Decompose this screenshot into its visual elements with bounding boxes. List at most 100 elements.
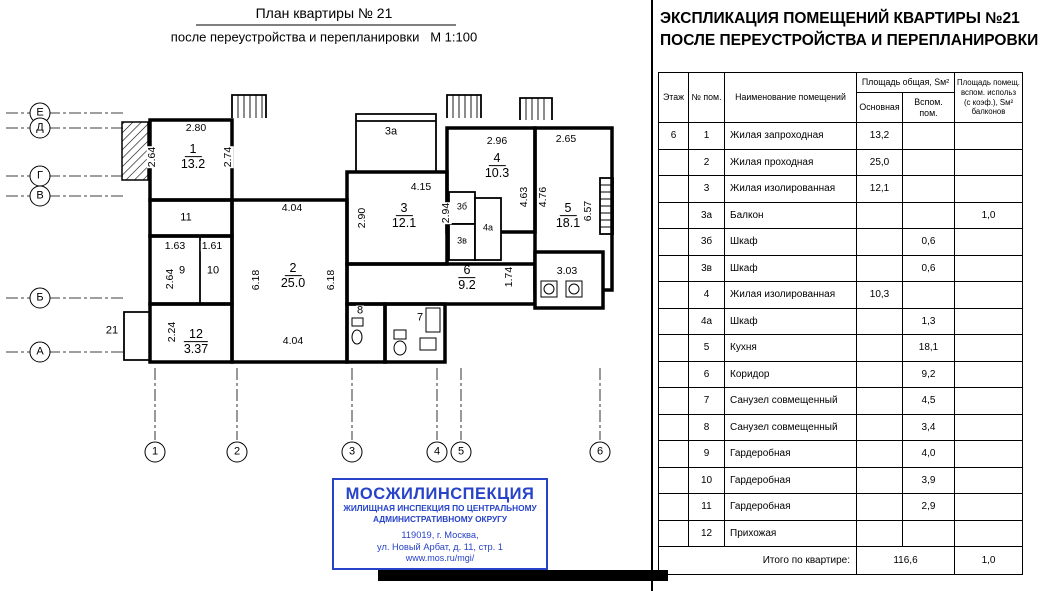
room-label: 6 9.2 [458, 263, 475, 293]
axis-row-circle: Б [29, 287, 51, 309]
cell-name: Коридор [724, 360, 857, 388]
small-room-label: 3б [455, 201, 469, 212]
cell-no: 6 [688, 360, 725, 388]
room-area: 18.1 [555, 216, 581, 231]
toilet-icon [351, 317, 364, 327]
small-room-label: 3в [456, 235, 468, 246]
cell-main [856, 307, 903, 335]
cell-aux: 3,4 [901, 413, 956, 441]
axis-row-circle: А [29, 341, 51, 363]
stamp-line: АДМИНИСТРАТИВНОМУ ОКРУГУ [372, 513, 508, 524]
dimension-label: 6.18 [324, 268, 337, 292]
cell-name: Кухня [724, 334, 857, 362]
fixtures [351, 280, 583, 356]
cell-no: 3в [688, 254, 725, 282]
cell-floor [658, 466, 689, 494]
cell-floor [658, 228, 689, 256]
cell-main: 12,1 [856, 175, 903, 203]
washer-icon [540, 280, 558, 298]
dimension-label: 2.94 [439, 201, 452, 225]
cell-floor [658, 281, 689, 309]
cell-name: Гардеробная [724, 440, 857, 468]
cell-aux: 2,9 [901, 493, 956, 521]
stamp-url: www.mos.ru/mgi/ [405, 552, 475, 563]
axis-col-circle: 2 [226, 441, 248, 463]
cell-main: 25,0 [856, 148, 903, 176]
cell-main [856, 254, 903, 282]
partition-walls [123, 94, 614, 361]
cell-balcony [954, 440, 1024, 468]
dimension-label: 1.74 [502, 265, 515, 289]
axis-col-circle: 6 [589, 441, 611, 463]
cell-no: 4 [688, 281, 725, 309]
cell-aux: 0,6 [901, 254, 956, 282]
cell-main: 10,3 [856, 281, 903, 309]
floor-plan-drawing [6, 24, 614, 440]
cell-main [856, 493, 903, 521]
stamp-title: МОСЖИЛИНСПЕКЦИЯ [345, 485, 535, 503]
cell-name: Шкаф [724, 254, 857, 282]
room-number: 4 [488, 151, 506, 167]
room-label: 3 12.1 [392, 201, 416, 231]
cell-floor [658, 334, 689, 362]
dimension-label: 2.90 [355, 206, 368, 230]
header-floor: Этаж [658, 72, 689, 123]
cell-floor [658, 148, 689, 176]
stamp-line: ЖИЛИЩНАЯ ИНСПЕКЦИЯ ПО ЦЕНТРАЛЬНОМУ [343, 503, 537, 514]
cell-aux: 3,9 [901, 466, 956, 494]
axis-col-circle: 4 [426, 441, 448, 463]
cell-main [856, 387, 903, 415]
cell-balcony [954, 307, 1024, 335]
cell-no: 3б [688, 228, 725, 256]
cell-no: 12 [688, 519, 725, 547]
cell-name: Санузел совмещенный [724, 413, 857, 441]
cell-main [856, 360, 903, 388]
total-label: Итого по квартире: [658, 546, 857, 575]
cell-balcony [954, 122, 1024, 150]
cell-name: Жилая проходная [724, 148, 857, 176]
axis-row-circle: В [29, 185, 51, 207]
room-number: 1 [184, 142, 202, 158]
room-label: 4 10.3 [485, 151, 509, 181]
room-number: 2 [284, 261, 302, 277]
cell-aux: 4,5 [901, 387, 956, 415]
room-area: 25.0 [280, 276, 306, 291]
room-number: 12 [184, 327, 208, 343]
cell-floor [658, 307, 689, 335]
cell-main [856, 466, 903, 494]
room-number: 6 [458, 263, 476, 279]
cell-floor [658, 201, 689, 229]
small-room-label: 21 [104, 324, 120, 337]
cell-balcony [954, 254, 1024, 282]
cell-aux [901, 148, 956, 176]
cell-balcony [954, 413, 1024, 441]
cell-no: 11 [688, 493, 725, 521]
cell-name: Жилая изолированная [724, 281, 857, 309]
cell-name: Жилая запроходная [724, 122, 857, 150]
cell-aux [901, 281, 956, 309]
axis-col-circle: 5 [450, 441, 472, 463]
cell-balcony [954, 175, 1024, 203]
stair-lines [237, 95, 613, 228]
cell-aux [901, 201, 956, 229]
dimension-label: 2.74 [221, 145, 234, 169]
dimension-label: 4.15 [409, 180, 433, 193]
cell-no: 3 [688, 175, 725, 203]
cell-no: 8 [688, 413, 725, 441]
header-main: Основная [856, 92, 903, 123]
header-row: Основная Вспом. пом. [659, 92, 1023, 123]
cell-name: Санузел совмещенный [724, 387, 857, 415]
floor-plan: План квартиры № 21 после переустройства … [6, 5, 668, 581]
sink-icon [419, 337, 437, 351]
dimension-label: 4.04 [281, 334, 305, 347]
